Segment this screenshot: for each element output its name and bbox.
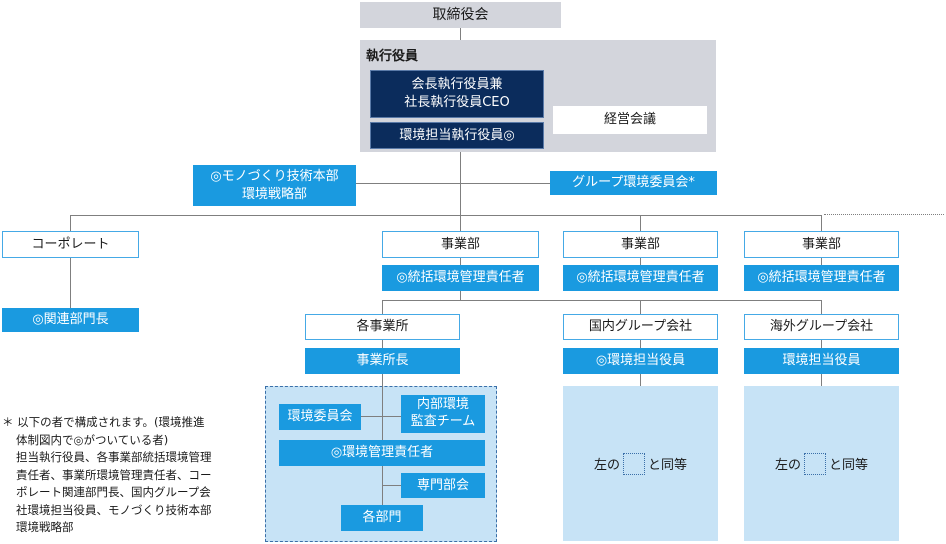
connector-line <box>640 374 641 386</box>
connector-line <box>640 258 641 265</box>
footnote: ＊ 以下の者で構成されます。(環境推進 体制図内で◎がついている者) 担当執行役… <box>2 414 212 537</box>
footnote-line: 担当執行役員、各事業部統括環境管理 <box>16 450 212 464</box>
monozukuri-env-strategy-box: ◎モノづくり技術本部 環境戦略部 <box>193 165 356 206</box>
chairman-ceo-line2: 社長執行役員CEO <box>404 95 510 110</box>
connector-line <box>70 215 71 231</box>
connector-line <box>460 291 461 301</box>
connector-line <box>382 300 383 314</box>
monozukuri-line2: 環境戦略部 <box>241 186 307 202</box>
connector-line <box>640 340 641 348</box>
audit-team-line2: 監査チーム <box>410 414 476 429</box>
connector-line <box>382 340 383 348</box>
placeholder-square-icon <box>804 452 826 475</box>
env-management-manager-box: ◎環境管理責任者 <box>279 440 485 466</box>
domestic-same-right-text: と同等 <box>648 458 688 473</box>
connector-line <box>70 215 822 216</box>
footnote-line: 環境戦略部 <box>16 520 74 534</box>
overseas-same-left-text: 左の <box>774 458 801 473</box>
executive-officers-title: 執行役員 <box>366 49 419 64</box>
connector-line <box>70 258 71 308</box>
connector-line <box>382 300 822 301</box>
corporate-box: コーポレート <box>2 231 139 258</box>
board-of-directors: 取締役会 <box>360 2 561 28</box>
connector-line <box>821 215 822 231</box>
connector-line <box>821 258 822 265</box>
related-department-head-box: ◎関連部門長 <box>2 308 139 332</box>
connector-line <box>460 215 461 231</box>
connector-line <box>821 300 822 314</box>
connector-line <box>382 485 401 486</box>
division-env-manager-box-2: ◎統括環境管理責任者 <box>563 265 718 291</box>
audit-team-line1: 内部環境 <box>416 397 469 413</box>
footnote-line: ポレート関連部門長、国内グループ会 <box>16 485 211 499</box>
placeholder-square-icon <box>623 452 645 475</box>
connector-line <box>640 215 641 231</box>
connector-line <box>640 300 641 314</box>
footnote-line: 責任者、事業所環境管理責任者、コー <box>16 467 212 482</box>
chairman-ceo-line1: 会長執行役員兼 <box>411 77 503 93</box>
each-department-box: 各部門 <box>341 505 423 531</box>
domestic-group-company-box: 国内グループ会社 <box>563 314 718 340</box>
overseas-same-as-left-panel: 左の と同等 <box>744 386 899 541</box>
site-head-box: 事業所長 <box>305 348 460 374</box>
domestic-same-as-left-panel: 左の と同等 <box>563 386 718 541</box>
footnote-line: ＊ 以下の者で構成されます。(環境推進 <box>2 415 205 429</box>
domestic-env-officer-box: ◎環境担当役員 <box>563 348 718 374</box>
management-meeting-box: 経営会議 <box>553 106 707 134</box>
expert-committee-box: 専門部会 <box>401 473 485 498</box>
domestic-same-left-text: 左の <box>593 458 620 473</box>
connector-line <box>821 374 822 386</box>
domestic-same-as-left-label: 左の と同等 <box>563 386 718 541</box>
monozukuri-line1: ◎モノづくり技術本部 <box>210 168 339 184</box>
connector-line <box>356 183 550 184</box>
group-env-committee-box: グループ環境委員会* <box>550 171 717 195</box>
division-env-manager-box-1: ◎統括環境管理責任者 <box>382 265 539 291</box>
division-box-2: 事業部 <box>563 231 718 258</box>
overseas-same-right-text: と同等 <box>829 458 869 473</box>
division-box-3: 事業部 <box>744 231 899 258</box>
connector-line <box>460 258 461 265</box>
each-site-box: 各事業所 <box>305 314 460 340</box>
env-committee-box: 環境委員会 <box>279 404 361 430</box>
internal-audit-team-box: 内部環境 監査チーム <box>401 395 485 433</box>
chairman-ceo-box: 会長執行役員兼 社長執行役員CEO <box>370 70 544 118</box>
env-executive-officer-box: 環境担当執行役員◎ <box>370 122 544 149</box>
dotted-continuation-line <box>824 214 944 215</box>
overseas-env-officer-box: 環境担当役員 <box>744 348 899 374</box>
division-box-1: 事業部 <box>382 231 539 258</box>
connector-line <box>360 416 401 417</box>
overseas-same-as-left-label: 左の と同等 <box>744 386 899 541</box>
overseas-group-company-box: 海外グループ会社 <box>744 314 899 340</box>
executive-officers-panel: 執行役員 会長執行役員兼 社長執行役員CEO 環境担当執行役員◎ 経営会議 <box>360 40 716 152</box>
footnote-line: 社環境担当役員、モノづくり技術本部 <box>16 502 212 517</box>
division-env-manager-box-3: ◎統括環境管理責任者 <box>744 265 899 291</box>
connector-line <box>821 340 822 348</box>
connector-line <box>460 28 461 40</box>
footnote-line: 体制図内で◎がついている者) <box>16 432 169 447</box>
